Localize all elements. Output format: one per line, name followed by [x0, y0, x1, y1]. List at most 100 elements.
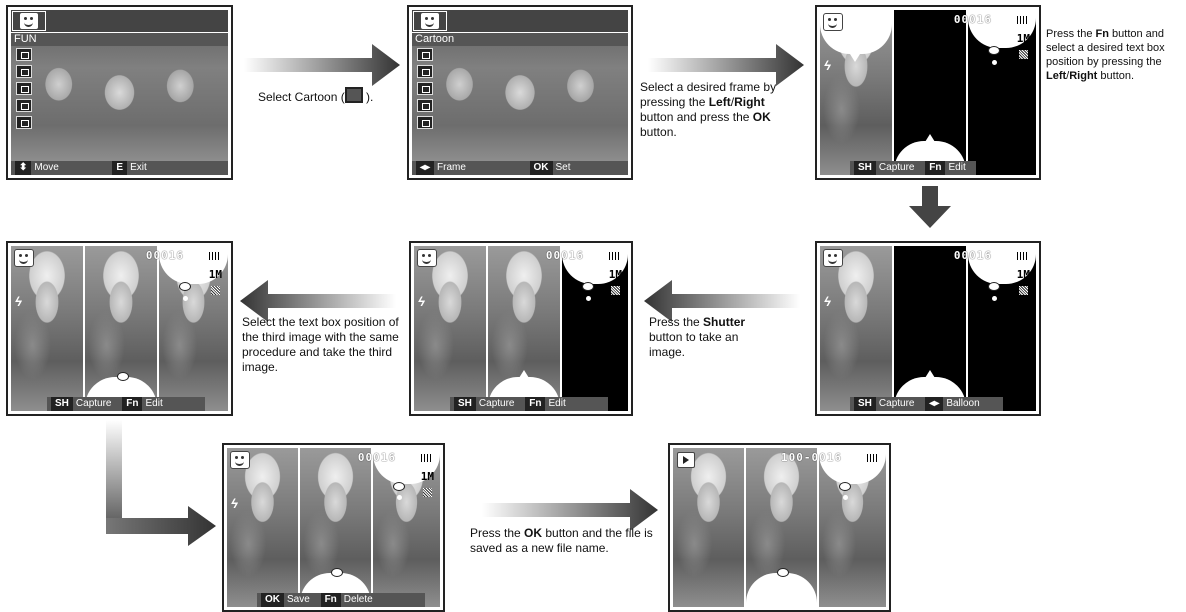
battery-icon	[606, 251, 622, 261]
photo-1	[820, 246, 892, 411]
caption-press-fn: Press the Fn button and select a desired…	[1046, 27, 1186, 83]
screen-display: 100-0016	[673, 448, 886, 607]
flash-off-icon: ϟ	[418, 294, 425, 309]
cartoon-frame-5-icon[interactable]	[417, 116, 433, 129]
caption-bold: Left	[1046, 70, 1066, 82]
frame-guide-icon[interactable]	[16, 65, 32, 78]
counter-value: 00016	[954, 249, 992, 262]
bubble	[117, 372, 129, 381]
caption-text: Press the	[1046, 28, 1096, 40]
shutter-key: SH	[854, 397, 876, 411]
balloon-tail	[925, 134, 935, 142]
counter-value: 00016	[954, 13, 992, 26]
balloon-tail	[850, 54, 860, 62]
flash-off-icon: ϟ	[824, 58, 831, 73]
capture-label: Capture	[479, 398, 515, 409]
bubble-dot	[843, 495, 848, 500]
caption-press-ok-save: Press the OK button and the file is save…	[470, 526, 660, 556]
fn-key: Fn	[925, 161, 945, 175]
memory-card-icon	[188, 251, 202, 262]
battery-icon	[418, 453, 434, 463]
frame-label: Frame	[437, 162, 466, 173]
counter-value: 00016	[546, 249, 584, 262]
caption-text: Press the	[470, 526, 524, 540]
balloon-tail	[925, 370, 935, 378]
battery-icon	[206, 251, 222, 261]
cartoon-icon[interactable]	[16, 48, 32, 61]
battery-icon	[1014, 251, 1030, 261]
bottom-bar: SHCapture ◂▸Balloon	[850, 397, 1003, 411]
ok-key: OK	[261, 593, 284, 607]
set-label: Set	[556, 162, 571, 173]
photo-1	[673, 448, 744, 607]
menu-icons	[415, 48, 435, 133]
highlight-icon[interactable]	[16, 116, 32, 129]
shot-counter: 00016	[146, 249, 222, 262]
bubble-dot	[397, 495, 402, 500]
arrow-down-right	[104, 420, 220, 552]
memory-card-icon	[588, 251, 602, 262]
exit-label: Exit	[130, 162, 147, 173]
edit-label: Edit	[145, 398, 162, 409]
memory-card-icon	[846, 453, 860, 464]
flash-off-icon: ϟ	[824, 294, 831, 309]
move-label: Move	[34, 162, 58, 173]
capture-label: Capture	[879, 398, 915, 409]
balloon-label: Balloon	[946, 398, 979, 409]
shutter-key: SH	[51, 397, 73, 411]
image-size: 1M	[1017, 268, 1030, 281]
face-mode-icon	[823, 13, 843, 31]
bubble-dot	[586, 296, 591, 301]
flash-off-icon: ϟ	[15, 294, 22, 309]
image-size: 1M	[209, 268, 222, 281]
shot-counter: 00016	[954, 249, 1030, 262]
fn-key: Fn	[122, 397, 142, 411]
caption-bold: OK	[753, 110, 771, 124]
caption-text: button.	[1097, 70, 1134, 82]
cartoon-frame-4-icon[interactable]	[417, 99, 433, 112]
face-mode-icon	[230, 451, 250, 469]
shot-counter: 00016	[546, 249, 622, 262]
battery-icon	[1014, 15, 1030, 25]
caption-bold: OK	[524, 526, 542, 540]
bubble	[777, 568, 789, 577]
caption-text: button and press the	[640, 110, 753, 124]
quality-icon	[1019, 50, 1028, 59]
menu-title: FUN	[11, 33, 228, 46]
move-key: ⬍	[15, 161, 31, 175]
photo-frame-icon[interactable]	[16, 99, 32, 112]
cartoon-frame-3-icon[interactable]	[417, 82, 433, 95]
screen-third-frame: ϟ 00016 1M SHCapture FnEdit	[6, 241, 233, 416]
play-icon	[677, 452, 695, 468]
photo-1	[11, 246, 83, 411]
screen-display: Cartoon ◂▸Frame OKSet	[412, 10, 628, 175]
cartoon-frame-2-icon[interactable]	[417, 65, 433, 78]
screen-display: ϟ 00016 1M SHCapture FnEdit	[820, 10, 1036, 175]
bubble-dot	[992, 296, 997, 301]
bubble	[839, 482, 851, 491]
caption-press-shutter: Press the Shutter button to take an imag…	[649, 315, 759, 360]
image-size: 1M	[421, 470, 434, 483]
bubble	[179, 282, 191, 291]
face-mode-icon	[19, 12, 39, 30]
quality-icon	[423, 488, 432, 497]
memory-card-icon	[400, 453, 414, 464]
caption-text: ).	[363, 90, 374, 104]
shutter-key: SH	[854, 161, 876, 175]
face-mode-icon	[417, 249, 437, 267]
shutter-key: SH	[454, 397, 476, 411]
bottom-bar: OKSave FnDelete	[257, 593, 425, 607]
cartoon-frame-1-icon[interactable]	[417, 48, 433, 61]
menu-header	[11, 10, 228, 33]
image-size: 1M	[1017, 32, 1030, 45]
composite-icon[interactable]	[16, 82, 32, 95]
ok-key: OK	[530, 161, 553, 175]
menu-header	[412, 10, 628, 33]
edit-label: Edit	[548, 398, 565, 409]
